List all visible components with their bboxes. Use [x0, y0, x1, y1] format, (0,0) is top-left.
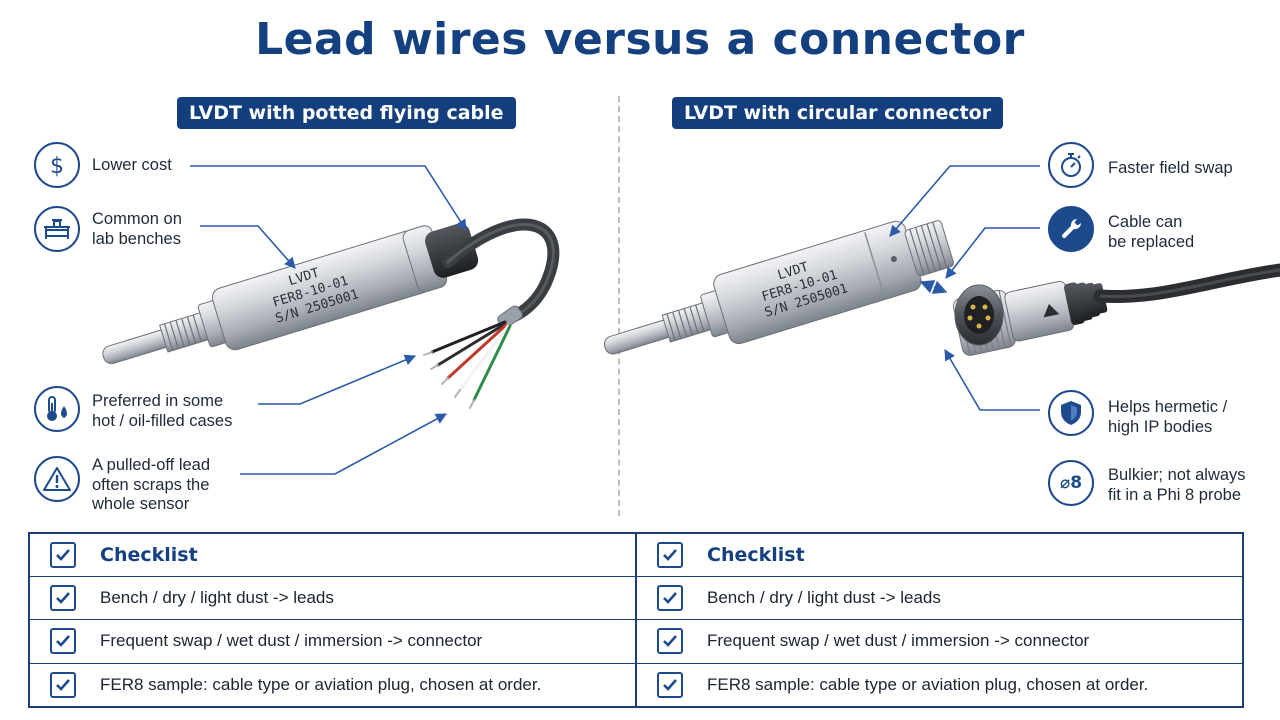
right-lvdt-sensor: LVDT FER8-10-01 S/N 2505001: [603, 220, 954, 355]
checkbox-checked-icon: [657, 628, 683, 655]
right-heading: LVDT with circular connector: [672, 97, 1004, 129]
callout-lower-cost: Lower cost: [92, 156, 172, 174]
checklist-item: Bench / dry / light dust -> leads: [707, 588, 941, 608]
checklist-header: Checklist: [30, 534, 635, 576]
checklist-row: Frequent swap / wet dust / immersion -> …: [637, 619, 1242, 662]
lab-bench-icon: [34, 206, 80, 252]
wrench-icon: [1048, 206, 1094, 252]
stopwatch-icon: [1048, 142, 1094, 188]
callout-hermetic: Helps hermetic / high IP bodies: [1108, 398, 1228, 436]
checklist-right-column: Checklist Bench / dry / light dust -> le…: [635, 534, 1242, 706]
warning-icon: [34, 456, 80, 502]
page-title: Lead wires versus a connector: [255, 14, 1025, 65]
checklist-item: Frequent swap / wet dust / immersion -> …: [100, 631, 483, 651]
checklist-row: FER8 sample: cable type or aviation plug…: [637, 662, 1242, 706]
thermometer-oil-icon: [34, 386, 80, 432]
checkbox-checked-icon: [657, 585, 683, 612]
checklist-item: Bench / dry / light dust -> leads: [100, 588, 334, 608]
diameter-8-icon: ⌀8: [1048, 460, 1094, 506]
checklist-row: FER8 sample: cable type or aviation plug…: [30, 662, 635, 706]
checklist-item: FER8 sample: cable type or aviation plug…: [100, 674, 542, 694]
callout-faster-swap: Faster field swap: [1108, 159, 1233, 177]
checklist-left-column: Checklist Bench / dry / light dust -> le…: [30, 534, 635, 706]
center-divider: [618, 96, 620, 516]
checklist-row: Frequent swap / wet dust / immersion -> …: [30, 619, 635, 662]
checkbox-checked-icon: [657, 671, 683, 698]
checkbox-checked-icon: [50, 542, 76, 568]
checkbox-checked-icon: [657, 542, 683, 568]
checkbox-checked-icon: [50, 628, 76, 655]
checklist-row: Bench / dry / light dust -> leads: [30, 576, 635, 619]
checklist-row: Bench / dry / light dust -> leads: [637, 576, 1242, 619]
checklist-item: Frequent swap / wet dust / immersion -> …: [707, 631, 1090, 651]
shield-icon: [1048, 390, 1094, 436]
checkbox-checked-icon: [50, 671, 76, 698]
checklist-header: Checklist: [637, 534, 1242, 576]
callout-bulkier: Bulkier; not always fit in a Phi 8 probe: [1108, 466, 1246, 504]
checklist-title: Checklist: [707, 544, 805, 566]
callout-hot-oil: Preferred in some hot / oil-filled cases: [92, 392, 233, 430]
mating-arrow: [919, 280, 948, 294]
dollar-icon: $: [34, 142, 80, 188]
checklist-item: FER8 sample: cable type or aviation plug…: [707, 674, 1149, 694]
aviation-plug: [953, 263, 1280, 356]
callout-cable-replaced: Cable can be replaced: [1108, 213, 1195, 251]
callout-lab-benches: Common on lab benches: [92, 210, 182, 248]
checklist-table: Checklist Bench / dry / light dust -> le…: [28, 532, 1244, 708]
illustration: LVDT FER8-10-01 S/N 2505001: [102, 165, 1280, 475]
left-lvdt-sensor: LVDT FER8-10-01 S/N 2505001: [102, 218, 560, 409]
callout-pulled-lead: A pulled-off lead often scraps the whole…: [92, 456, 211, 513]
checklist-title: Checklist: [100, 544, 198, 566]
left-heading: LVDT with potted flying cable: [177, 97, 516, 129]
leader-arrows: [190, 165, 1040, 475]
checkbox-checked-icon: [50, 585, 76, 612]
svg-text:$: $: [50, 154, 64, 178]
